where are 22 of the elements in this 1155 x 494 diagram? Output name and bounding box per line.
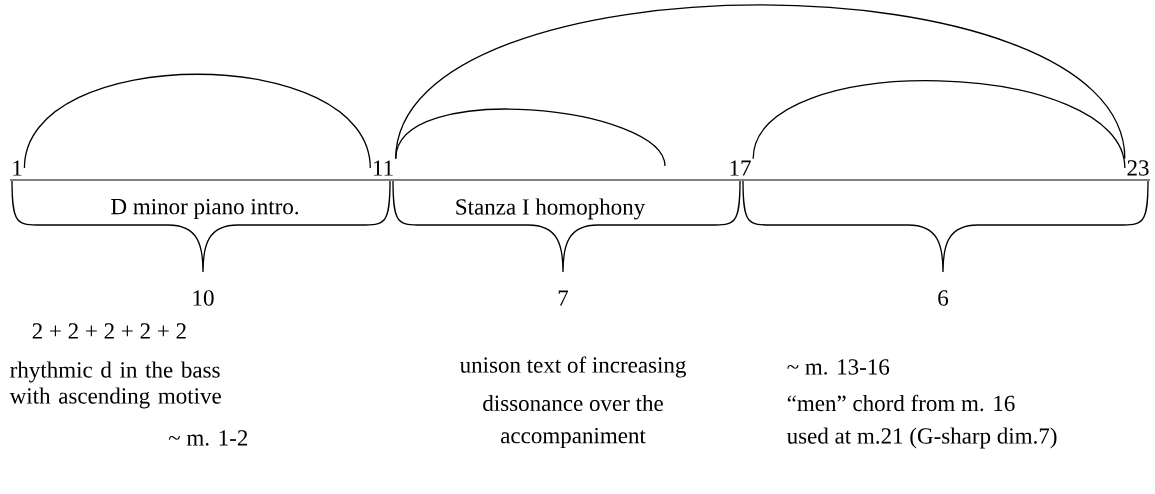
note-text: unison text of increasing — [459, 356, 686, 378]
measure-number: 23 — [1127, 160, 1149, 176]
arc — [23, 73, 371, 169]
measure-number: 17 — [730, 160, 751, 176]
measure-number: 1 — [13, 160, 22, 176]
count-number: 10 — [193, 290, 214, 306]
note-text: rhythmic d in the bass with ascending motive — [9, 361, 221, 409]
arc — [752, 80, 1126, 169]
note-text: dissonance over the — [483, 394, 663, 412]
note-text: ~ m. 13-16 — [787, 359, 890, 375]
count-number: 6 — [938, 290, 949, 306]
arc — [395, 4, 1126, 160]
note-text: “men” chord from m. 16 — [787, 394, 1015, 412]
section-label: Stanza I homophony — [456, 198, 646, 220]
note-text: accompaniment — [501, 427, 646, 449]
note-text: used at m.21 (G-sharp dim.7) — [786, 427, 1057, 449]
note-text: ~ m. 1-2 — [168, 430, 248, 446]
count-number: 7 — [558, 290, 569, 306]
section-label: D minor piano intro. — [111, 198, 299, 220]
measure-number: 11 — [373, 160, 393, 176]
grouping-text: 2 + 2 + 2 + 2 + 2 — [32, 323, 186, 339]
arc — [395, 108, 666, 167]
